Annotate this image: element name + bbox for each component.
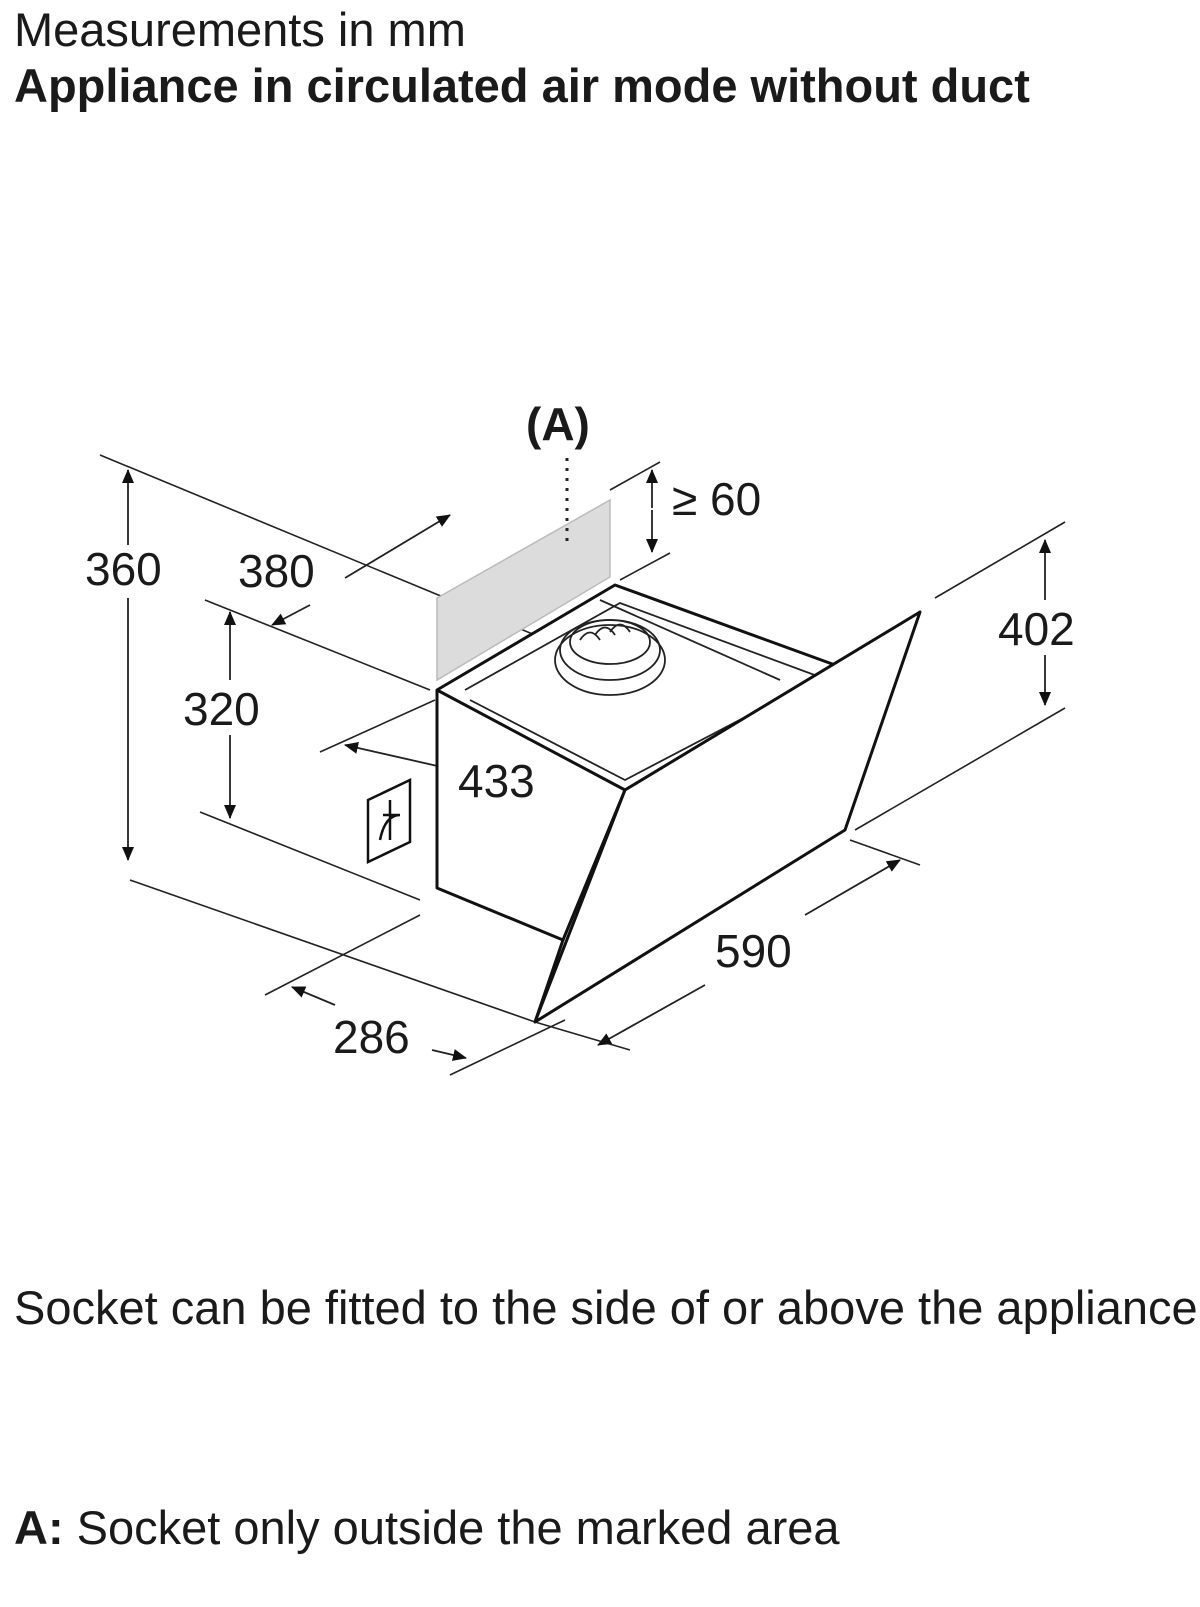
legend-text: Socket only outside the marked area [76,1501,840,1554]
dim-590-label: 590 [715,925,792,977]
dim-380-arrow-a [344,514,451,579]
page-title: Appliance in circulated air mode without… [14,59,1030,112]
dim-380-arrow-b [271,604,311,626]
dim-590-arrow-b [804,859,901,916]
socket-note: Socket can be fitted to the side of or a… [14,1281,1198,1334]
units-note: Measurements in mm [14,3,466,56]
dim-590-arrow-a [597,984,706,1046]
legend-key: A: [14,1501,64,1554]
legend-a: A: Socket only outside the marked area [14,1500,840,1556]
dim-286-arrow-b [431,1049,467,1061]
dim-320-label: 320 [183,683,260,735]
dim-433-label: 433 [458,755,535,807]
dim-360-label: 360 [85,543,162,595]
dim-286-arrow-a [291,986,336,1006]
dim-60-label: ≥ 60 [672,473,761,525]
dim-380-label: 380 [238,545,315,597]
socket-exclusion-area [436,498,611,682]
socket-symbol-icon [366,778,412,864]
dim-286-label: 286 [333,1011,410,1063]
dim-402-label: 402 [998,603,1075,655]
marker-a-label: (A) [526,398,590,450]
fan-icon [554,619,666,696]
glass-panel [533,610,922,1024]
